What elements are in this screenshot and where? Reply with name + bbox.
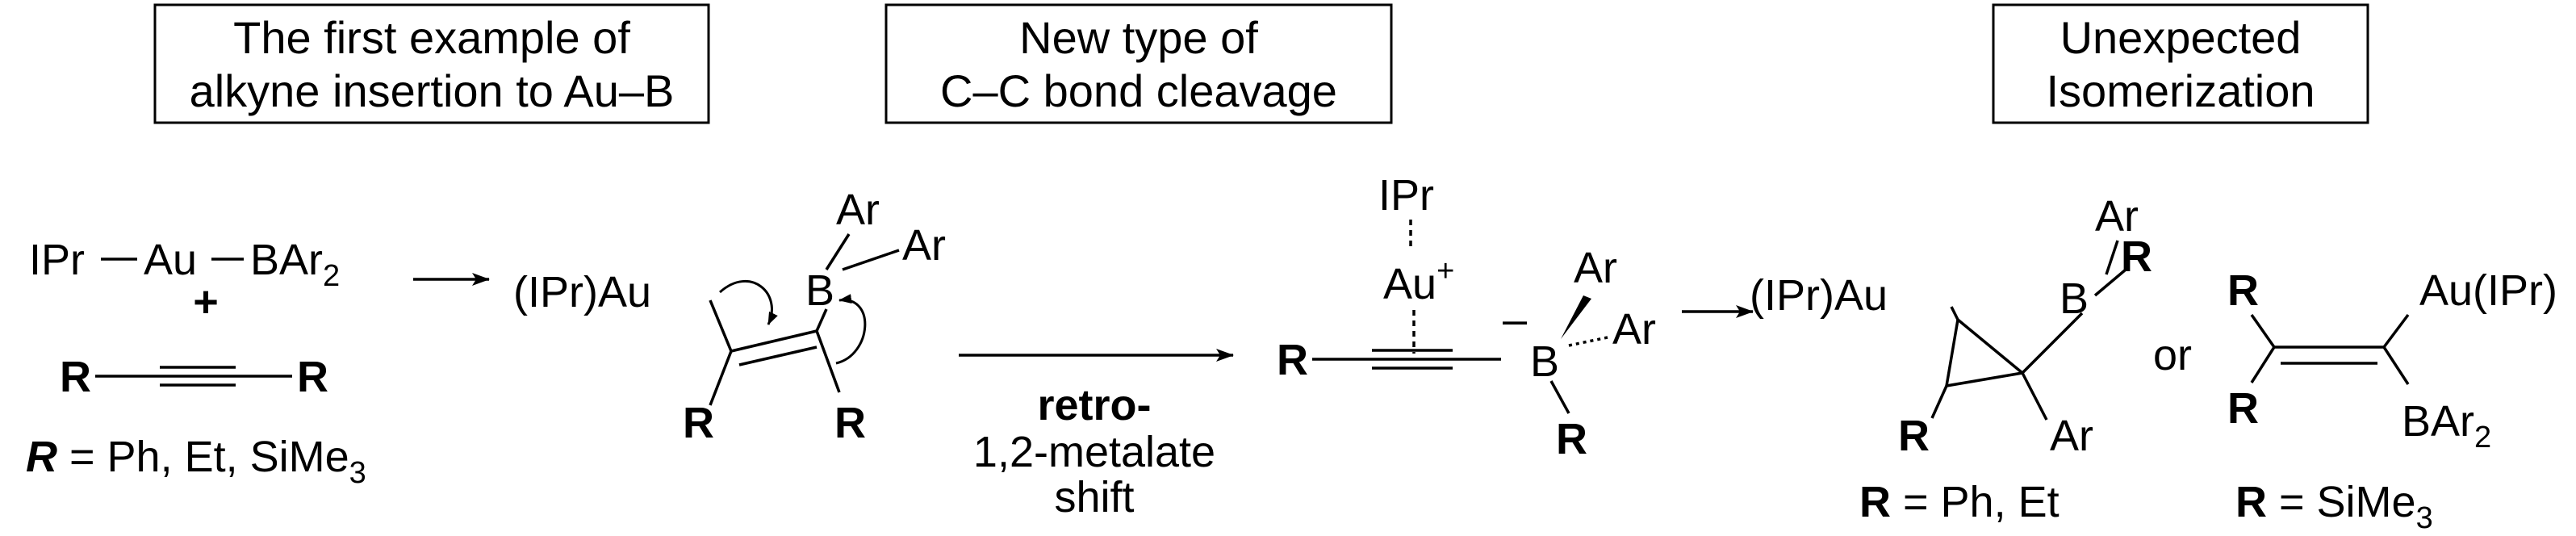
product-1: (IPr)Au Ar B R R Ar R = Ph, Et <box>1750 192 2152 526</box>
int2-ar-right: Ar <box>1612 305 1656 354</box>
p2-r-bottom: R <box>2227 384 2259 433</box>
int2-au: Au+ <box>1383 254 1454 308</box>
box-alkyne-insertion: The first example of alkyne insertion to… <box>153 3 710 124</box>
p1-boron: B <box>2060 274 2089 323</box>
arrow-label-line-1: retro- <box>1037 381 1151 429</box>
p1-r-right: R <box>2121 232 2152 281</box>
int2-r: R <box>1277 336 1308 384</box>
box-cc-cleavage: New type of C–C bond cleavage <box>884 3 1393 124</box>
p1-ipr-au: (IPr)Au <box>1750 271 1888 320</box>
int1-r-right: R <box>834 399 866 447</box>
int1-ar-right: Ar <box>902 221 946 270</box>
box-line-2: Isomerization <box>2046 65 2315 116</box>
wedge-bond <box>1561 295 1591 339</box>
reactant-plus: + <box>193 278 219 326</box>
box-line-1: Unexpected <box>2060 12 2302 63</box>
reactant-r-right: R <box>297 353 328 401</box>
int2-b-charge: – <box>1503 295 1527 344</box>
p2-r-top: R <box>2227 266 2259 315</box>
reactant-au: Au <box>144 236 197 284</box>
p1-ar-top: Ar <box>2095 192 2139 241</box>
reactant-ipr: IPr <box>29 236 85 284</box>
p2-r-definition: R = SiMe3 <box>2235 478 2433 535</box>
curly-arrow-b <box>835 294 867 365</box>
int2-ipr: IPr <box>1378 171 1434 220</box>
box-isomerization: Unexpected Isomerization <box>1992 3 2369 124</box>
intermediate-1: (IPr)Au B Ar Ar R R <box>513 186 946 447</box>
or-text: or <box>2153 331 2192 379</box>
arrow-2-label: retro- 1,2-metalate shift <box>973 381 1215 521</box>
box-frame <box>884 3 1393 124</box>
reactant-r-left: R <box>60 353 91 401</box>
box-frame <box>1992 3 2369 124</box>
intermediate-2: IPr Au+ R B – Ar Ar R <box>1277 171 1656 463</box>
p1-r-bottom: R <box>1898 412 1930 460</box>
reactant: IPr Au BAr2 + R R R = Ph, Et, SiMe3 <box>26 236 366 490</box>
int2-boron: B <box>1530 337 1559 386</box>
p2-bar: BAr2 <box>2402 397 2491 454</box>
int2-ar-top: Ar <box>1574 244 1617 292</box>
box-line-1: The first example of <box>233 12 630 63</box>
p1-r-definition: R = Ph, Et <box>1859 478 2060 526</box>
curly-arrow-au <box>719 280 778 325</box>
box-line-2: alkyne insertion to Au–B <box>190 65 675 116</box>
int1-ipr-au: (IPr)Au <box>513 268 651 316</box>
box-frame <box>153 3 710 124</box>
p2-au-ipr: Au(IPr) <box>2419 266 2557 315</box>
box-line-1: New type of <box>1019 12 1258 63</box>
product-2: R Au(IPr) R BAr2 R = SiMe3 <box>2227 266 2557 535</box>
int1-boron: B <box>805 266 834 315</box>
arrow-label-line-3: shift <box>1054 473 1134 521</box>
p1-ar-bottom: Ar <box>2050 412 2093 460</box>
int1-ar-top: Ar <box>836 186 880 234</box>
int2-r-bottom: R <box>1556 415 1587 463</box>
int1-r-left: R <box>683 399 714 447</box>
reactant-bar: BAr2 <box>250 236 340 293</box>
reactant-r-definition: R = Ph, Et, SiMe3 <box>26 433 366 490</box>
arrow-label-line-2: 1,2-metalate <box>973 428 1215 476</box>
box-line-2: C–C bond cleavage <box>940 65 1337 116</box>
